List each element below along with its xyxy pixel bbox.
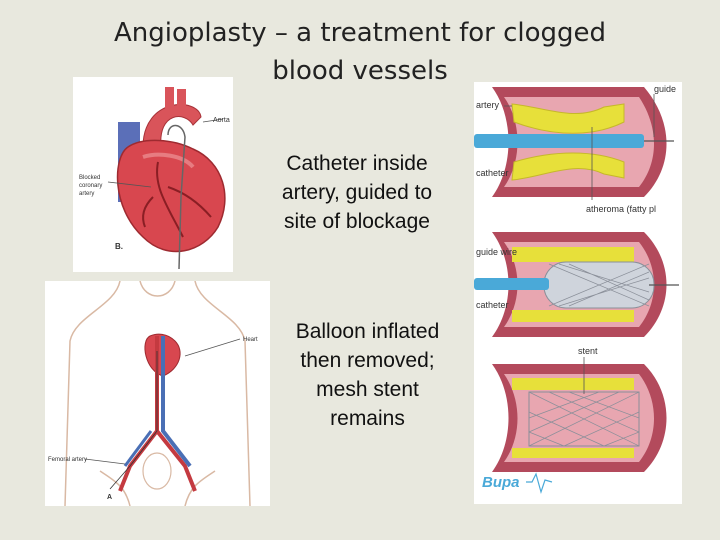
caption-catheter-line-3: site of blockage xyxy=(284,210,430,233)
catheter-label: catheter xyxy=(476,168,509,178)
bupa-logo-text: Bupa xyxy=(482,474,520,491)
caption-balloon: Balloon inflated then removed; mesh sten… xyxy=(275,317,460,433)
artery-stage-3 xyxy=(492,357,667,472)
blocked-label-3: artery xyxy=(79,191,94,197)
heart-illustration: Aorta Blocked coronary artery B. xyxy=(73,77,233,272)
caption-catheter: Catheter inside artery, guided to site o… xyxy=(262,149,452,236)
stent-label: stent xyxy=(578,346,598,356)
blocked-label-1: Blocked xyxy=(79,175,100,181)
artery-stage-2 xyxy=(474,232,679,337)
caption-balloon-line-3: mesh stent xyxy=(316,378,419,401)
artery-illustration: artery guide catheter atheroma (fatty pl… xyxy=(474,82,682,504)
femoral-label: Femoral artery xyxy=(48,457,87,463)
artery-drawing: artery guide catheter atheroma (fatty pl… xyxy=(474,84,679,495)
heart-figure-letter: B. xyxy=(115,242,123,251)
blocked-label-2: coronary xyxy=(79,183,102,189)
slide-title: Angioplasty – a treatment for clogged bl… xyxy=(80,14,640,90)
aorta-label: Aorta xyxy=(213,117,230,124)
caption-balloon-line-2: then removed; xyxy=(300,349,435,372)
body-drawing: Heart Femoral artery A xyxy=(48,281,258,506)
artery-label: artery xyxy=(476,100,500,110)
artery-stage-1 xyxy=(474,87,674,200)
heart-drawing: Aorta Blocked coronary artery B. xyxy=(79,87,230,270)
caption-catheter-line-1: Catheter inside xyxy=(286,152,428,175)
guide-wire-label: guide wire xyxy=(476,247,517,257)
heartbeat-icon xyxy=(526,472,553,495)
heart-label: Heart xyxy=(243,337,258,343)
caption-balloon-line-4: remains xyxy=(330,407,405,430)
caption-catheter-line-2: artery, guided to xyxy=(281,181,433,204)
guide-label: guide xyxy=(654,84,676,94)
slide-title-line-1: Angioplasty – a treatment for clogged xyxy=(113,18,607,48)
body-figure-letter: A xyxy=(107,494,112,501)
catheter-label-2: catheter xyxy=(476,300,509,310)
slide-title-line-2: blood vessels xyxy=(272,56,448,86)
atheroma-label: atheroma (fatty pl xyxy=(586,204,656,214)
caption-balloon-line-1: Balloon inflated xyxy=(295,320,440,343)
body-illustration: Heart Femoral artery A xyxy=(45,281,270,506)
